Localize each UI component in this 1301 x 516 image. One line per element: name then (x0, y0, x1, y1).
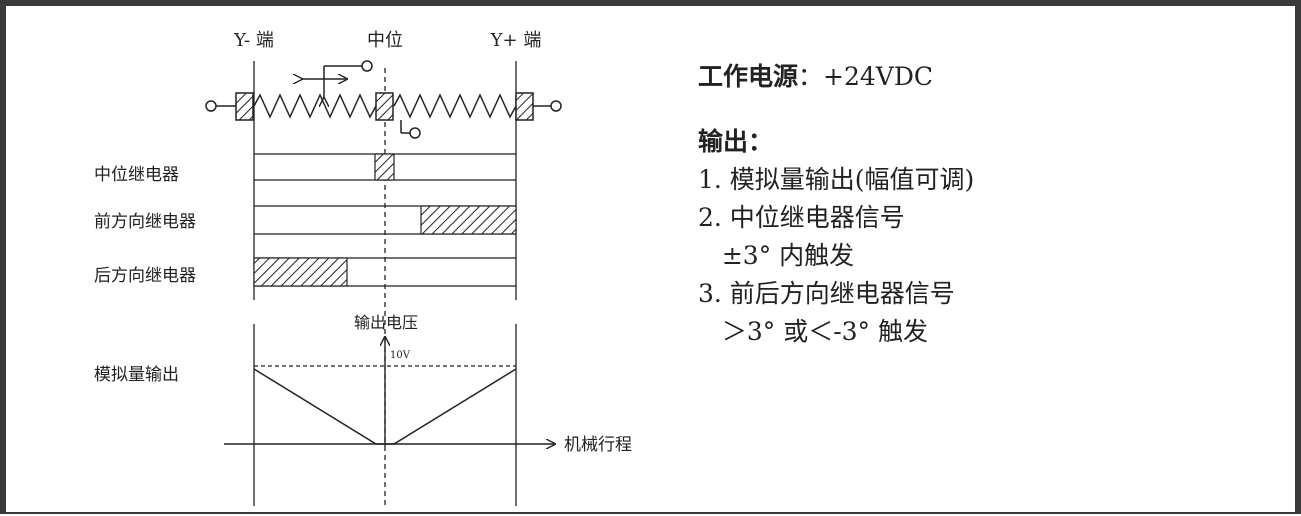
right-resistor-icon (393, 93, 517, 119)
left-terminal-icon (205, 100, 217, 112)
spec-panel: 工作电源：+24VDC 输出： 1. 模拟量输出(幅值可调) 2. 中位继电器信… (698, 58, 974, 351)
analog-output-label: 模拟量输出 (94, 365, 179, 385)
forward-relay-active-zone (420, 205, 517, 235)
output-heading: 输出： (698, 127, 774, 156)
center-tap-terminal-icon (409, 127, 421, 139)
power-value: ：+24VDC (798, 62, 934, 91)
right-end-block (515, 92, 534, 121)
center-relay-label: 中位继电器 (94, 165, 179, 185)
power-label: 工作电源 (698, 62, 799, 91)
x-axis-label: 机械行程 (564, 435, 632, 455)
sensor-timing-diagram: Y- 端 中位 Y+ 端 中位继电器 前方向继电器 后方向继电器 (94, 30, 632, 506)
forward-relay-label: 前方向继电器 (94, 212, 196, 232)
output-item-3: 3. 前后方向继电器信号 (698, 279, 955, 308)
max-voltage-label: 10V (390, 350, 411, 361)
y-axis-label: 输出电压 (354, 313, 418, 332)
left-resistor-icon (253, 93, 377, 119)
center-block (375, 92, 394, 121)
center-relay-active-zone (374, 153, 395, 181)
potentiometer (205, 60, 562, 139)
spacer (698, 96, 974, 123)
output-item-3-detail: ＞3° 或＜-3° 触发 (698, 317, 928, 346)
backward-relay-label: 后方向继电器 (94, 266, 196, 286)
output-item-2-detail: ±3° 内触发 (698, 241, 855, 270)
left-end-block (235, 92, 254, 121)
y-plus-end-label: Y+ 端 (490, 30, 542, 51)
backward-relay-active-zone (253, 257, 348, 287)
wiper-terminal-icon (361, 60, 373, 72)
analog-output-curve (253, 368, 517, 445)
right-terminal-icon (550, 100, 562, 112)
output-item-2: 2. 中位继电器信号 (698, 203, 905, 232)
power-line: 工作电源：+24VDC (698, 58, 974, 96)
y-minus-end-label: Y- 端 (233, 30, 274, 51)
center-label: 中位 (367, 30, 403, 51)
output-item-1: 1. 模拟量输出(幅值可调) (698, 165, 975, 194)
